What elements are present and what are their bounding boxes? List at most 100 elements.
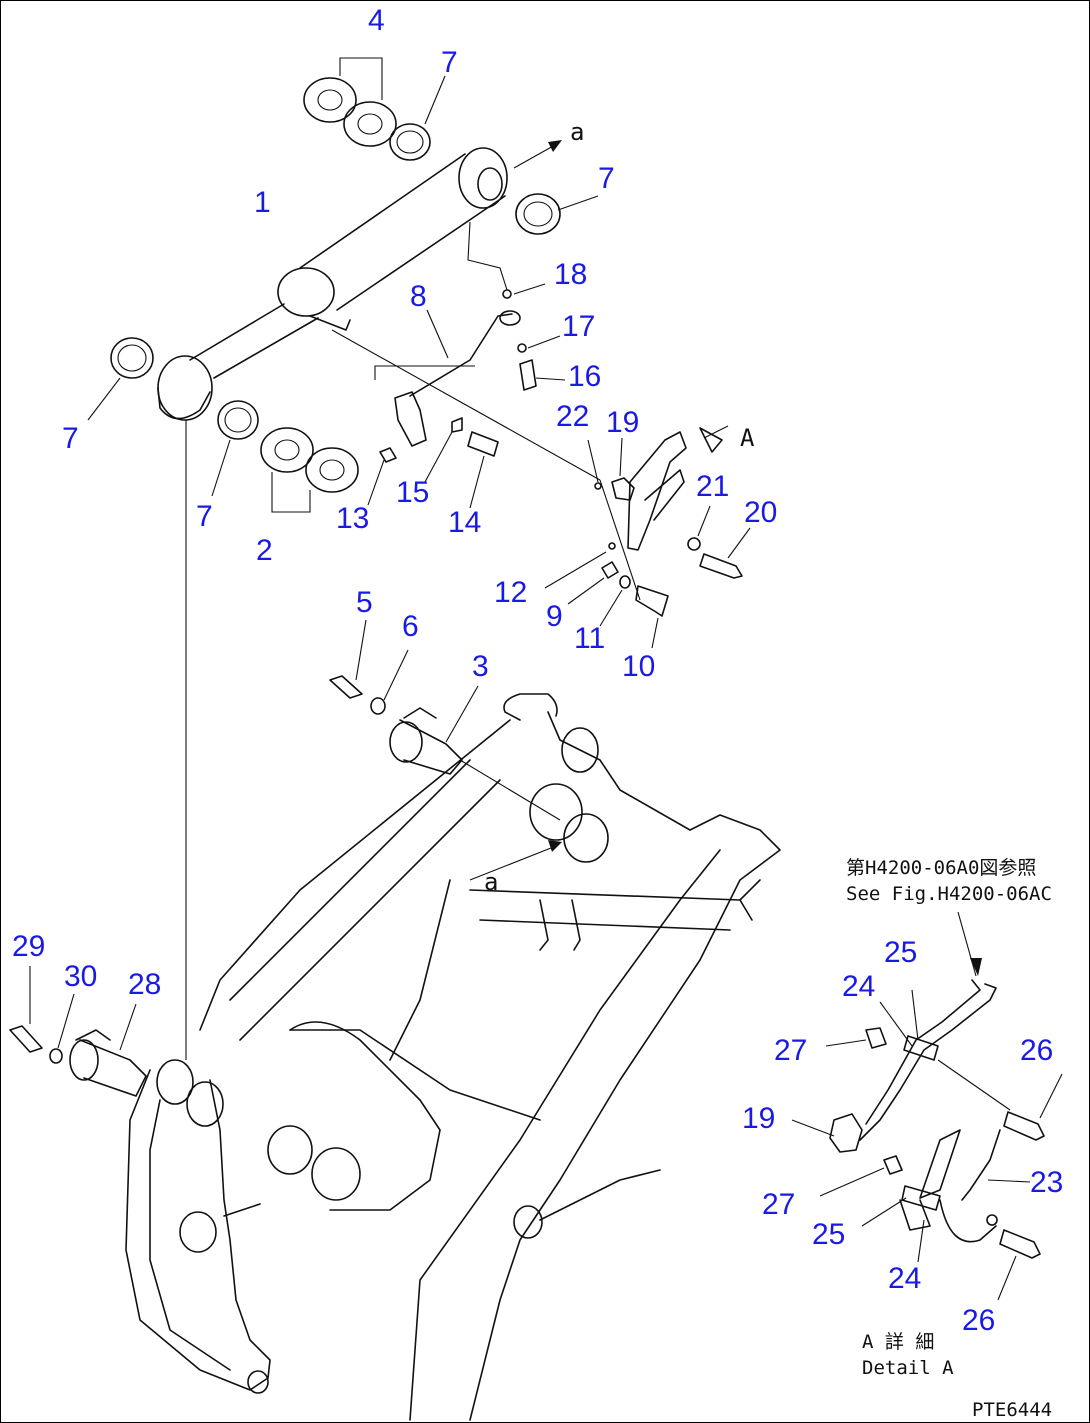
pin-28-group bbox=[9, 966, 147, 1097]
bolt-14 bbox=[467, 431, 499, 457]
callout-2: 2 bbox=[256, 534, 273, 567]
grease-piping bbox=[367, 283, 566, 509]
washer-2b bbox=[305, 447, 359, 493]
washer-15 bbox=[451, 417, 463, 433]
detail-nut-27b bbox=[883, 1155, 903, 1175]
leader-24a bbox=[879, 1001, 913, 1047]
lower-right-hole bbox=[513, 1205, 543, 1239]
callout-29: 29 bbox=[12, 930, 45, 963]
nut-13 bbox=[379, 447, 397, 463]
grease-tube-8 bbox=[409, 313, 513, 397]
rod-eye bbox=[157, 355, 213, 421]
callout-13: 13 bbox=[336, 502, 369, 535]
leader-19a bbox=[619, 437, 623, 477]
view-a-text: A bbox=[740, 424, 755, 452]
washer-30 bbox=[49, 1048, 63, 1064]
pin-3-plate bbox=[403, 707, 437, 719]
washers-top bbox=[303, 57, 599, 235]
callout-3: 3 bbox=[472, 650, 489, 683]
callout-15: 15 bbox=[396, 476, 429, 509]
leader-12 bbox=[544, 551, 607, 589]
leader-25b bbox=[861, 1197, 907, 1227]
seal-7b bbox=[515, 193, 561, 235]
cylinder-top-hole bbox=[477, 167, 503, 201]
leader-7a bbox=[424, 75, 446, 125]
see-note-en: See Fig.H4200-06AC bbox=[846, 883, 1052, 905]
cylinder-assembly bbox=[157, 147, 601, 481]
boom-top-tip bbox=[503, 693, 558, 721]
detail-hose-upper bbox=[859, 983, 997, 1141]
detail-bolt-26b bbox=[999, 1229, 1041, 1259]
callout-25-top: 25 bbox=[884, 936, 917, 969]
leader-15 bbox=[424, 431, 453, 483]
detail-fitting bbox=[986, 1214, 998, 1226]
lower-bracket bbox=[289, 1021, 441, 1211]
detail-see-arrow bbox=[970, 958, 982, 976]
bolt-5 bbox=[329, 675, 363, 699]
callout-6: 6 bbox=[402, 610, 419, 643]
callout-26-low: 26 bbox=[962, 1304, 995, 1337]
detail-clamp-25b bbox=[901, 1185, 941, 1211]
lower-boss-2 bbox=[267, 1125, 313, 1175]
callout-26-top: 26 bbox=[1020, 1034, 1053, 1067]
callout-19-detail: 19 bbox=[742, 1102, 775, 1135]
bolt-16 bbox=[519, 359, 537, 391]
detail-title-jp: A 詳 細 bbox=[862, 1331, 934, 1353]
leader-28 bbox=[119, 1003, 137, 1051]
bolt-10 bbox=[635, 585, 669, 617]
leader-24b bbox=[917, 1219, 925, 1263]
boom-right-inner bbox=[409, 849, 721, 1421]
pin-3-group bbox=[329, 619, 561, 821]
leader-20 bbox=[727, 527, 751, 559]
washers-left bbox=[87, 337, 359, 513]
detail-see-leader bbox=[957, 911, 977, 977]
plug-22 bbox=[594, 482, 602, 490]
callout-19: 19 bbox=[606, 406, 639, 439]
pin-3-head bbox=[389, 721, 423, 763]
link-body-outline bbox=[125, 1069, 271, 1391]
leader-26a bbox=[1039, 1073, 1063, 1119]
detail-clamp-25a bbox=[903, 1035, 939, 1061]
arrow-a2-shaft bbox=[469, 845, 557, 881]
leader-7b bbox=[557, 195, 599, 211]
seal-7d bbox=[217, 400, 259, 440]
leader-30 bbox=[57, 993, 75, 1049]
leader-8 bbox=[426, 309, 449, 359]
callout-16: 16 bbox=[568, 360, 601, 393]
leader-7d bbox=[211, 439, 231, 497]
center-line-19 bbox=[599, 479, 641, 601]
detail-nut-27a bbox=[865, 1027, 887, 1049]
callout-4: 4 bbox=[368, 4, 385, 37]
center-line-hose bbox=[331, 329, 601, 481]
callout-1: 1 bbox=[254, 186, 271, 219]
detail-hose-loop bbox=[939, 1199, 997, 1243]
leader-3 bbox=[445, 685, 479, 743]
leader-21 bbox=[697, 505, 711, 537]
cross-tube bbox=[469, 889, 741, 931]
arrow-a-head bbox=[548, 140, 562, 152]
bracket-inner bbox=[644, 469, 685, 521]
pin-3-shaft bbox=[399, 719, 463, 775]
boom-right-arm bbox=[469, 814, 781, 1421]
leader-18-line bbox=[467, 221, 508, 291]
plug-12 bbox=[608, 542, 616, 550]
detail-title-en: Detail A bbox=[862, 1357, 954, 1379]
leader-27b bbox=[819, 1167, 885, 1197]
seal-7c bbox=[110, 337, 154, 379]
pin-3-centerline bbox=[459, 759, 561, 821]
leader-2 bbox=[271, 472, 311, 513]
drawing-code: PTE6444 bbox=[972, 1399, 1052, 1421]
arrow-a-shaft bbox=[513, 144, 556, 169]
leader-25a bbox=[911, 989, 919, 1041]
leader-13 bbox=[367, 459, 385, 506]
callout-27-top: 27 bbox=[774, 1034, 807, 1067]
leader-23 bbox=[987, 1179, 1031, 1183]
leader-22 bbox=[587, 439, 599, 483]
nut-17 bbox=[517, 343, 527, 353]
callout-7-top: 7 bbox=[441, 46, 458, 79]
washer-4b bbox=[343, 101, 397, 147]
boom-cyl-boss bbox=[529, 783, 583, 841]
link-inner-outline bbox=[149, 1099, 231, 1371]
leader-6 bbox=[383, 649, 409, 701]
